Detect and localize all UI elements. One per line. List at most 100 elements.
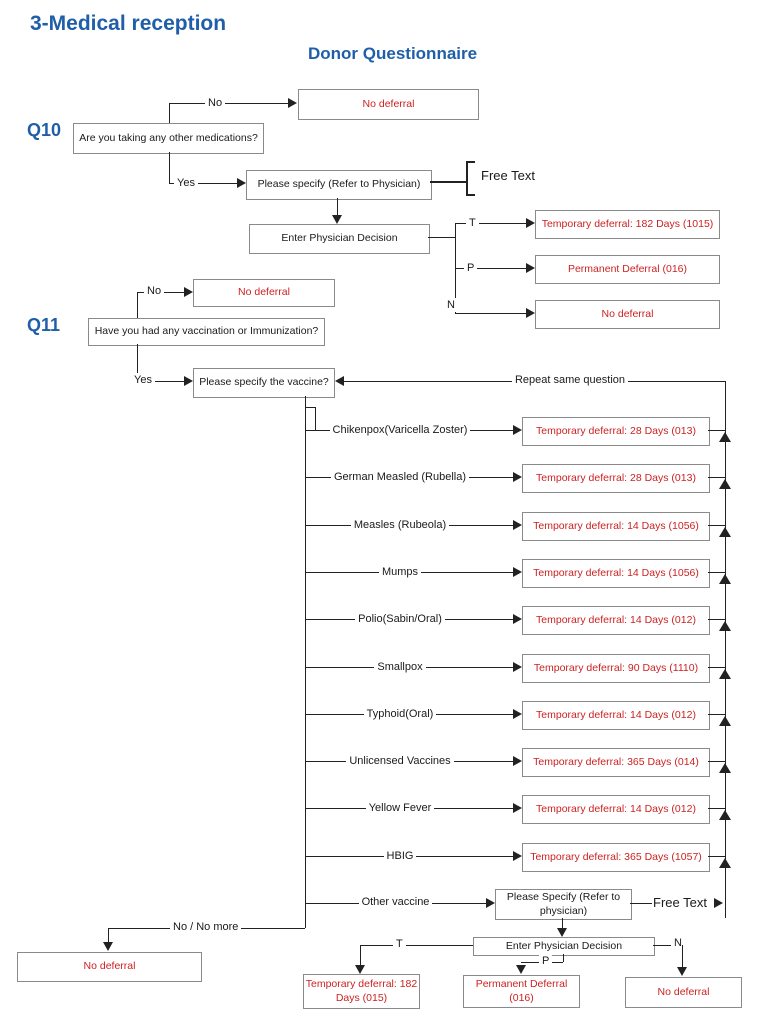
vaccine-label-wrap: Measles (Rubeola): [300, 518, 500, 532]
other-branch-n-label: N: [671, 936, 685, 950]
q11-question-box: Have you had any vaccination or Immuniza…: [88, 318, 325, 346]
arrow-up-icon: [719, 621, 731, 631]
q10-label: Q10: [27, 120, 62, 140]
other-vaccine-label: Other vaccine: [358, 895, 433, 909]
vaccine-label: Typhoid(Oral): [363, 707, 437, 721]
bracket-icon: [466, 161, 475, 196]
vaccine-deferral-box: Temporary deferral: 28 Days (013): [522, 417, 710, 446]
vaccine-label-wrap: Polio(Sabin/Oral): [300, 612, 500, 626]
q10-yes-label: Yes: [174, 176, 198, 190]
connector: [562, 918, 563, 929]
q10-decision-box: Enter Physician Decision: [249, 224, 430, 254]
vaccine-label: Mumps: [378, 565, 422, 579]
arrow-right-icon: [513, 614, 522, 624]
vaccine-label-wrap: Smallpox: [300, 660, 500, 674]
connector: [337, 198, 338, 216]
arrow-right-icon: [288, 98, 297, 108]
q10-branch-n-label: N: [444, 298, 458, 312]
vaccine-label: Yellow Fever: [365, 801, 435, 815]
connector: [708, 808, 725, 809]
connector: [708, 667, 725, 668]
connector: [455, 223, 526, 224]
vaccine-deferral-text: Temporary deferral: 14 Days (012): [536, 802, 696, 815]
other-branch-t-label: T: [393, 937, 406, 951]
vaccine-label: German Measled (Rubella): [330, 470, 470, 484]
connector: [315, 407, 316, 431]
other-no-deferral-box: No deferral: [625, 977, 742, 1008]
connector: [137, 344, 138, 381]
connector: [455, 313, 526, 314]
no-more-no-deferral-text: No deferral: [83, 960, 136, 973]
vaccine-deferral-text: Temporary deferral: 90 Days (1110): [533, 661, 699, 674]
arrow-up-icon: [719, 574, 731, 584]
arrow-right-icon: [526, 218, 535, 228]
page-title: 3-Medical reception: [30, 12, 227, 35]
no-more-no-deferral-box: No deferral: [17, 952, 202, 982]
q10-question-text: Are you taking any other medications?: [79, 131, 258, 144]
vaccine-deferral-box: Temporary deferral: 14 Days (012): [522, 795, 710, 824]
q10-branch-t-label: T: [466, 216, 479, 230]
q11-yes-label: Yes: [131, 373, 155, 387]
q10-no-deferral-box: No deferral: [298, 89, 479, 120]
vaccine-label: Unlicensed Vaccines: [346, 754, 454, 768]
q10-specify-box: Please specify (Refer to Physician): [246, 170, 432, 200]
other-vaccine-label-wrap: Other vaccine: [305, 895, 486, 909]
vaccine-label-wrap: Mumps: [300, 565, 500, 579]
vaccine-label: Smallpox: [374, 660, 426, 674]
other-free-text-label: Free Text: [653, 895, 707, 910]
q10-no-deferral-text: No deferral: [362, 97, 415, 110]
vaccine-label: Polio(Sabin/Oral): [355, 612, 445, 626]
arrow-right-icon: [513, 709, 522, 719]
connector: [137, 292, 138, 318]
arrow-down-icon: [557, 928, 567, 937]
vaccine-deferral-text: Temporary deferral: 14 Days (1056): [533, 519, 699, 532]
arrow-right-icon: [526, 263, 535, 273]
arrow-right-icon: [486, 898, 495, 908]
connector: [169, 183, 237, 184]
vaccine-label: Chikenpox(Varicella Zoster): [329, 423, 471, 437]
connector: [708, 477, 725, 478]
connector: [455, 268, 526, 269]
connector: [708, 714, 725, 715]
q11-no-label: No: [144, 284, 165, 298]
arrow-up-icon: [719, 669, 731, 679]
vaccine-label-wrap: Yellow Fever: [300, 801, 500, 815]
other-temporary-deferral-box: Temporary deferral: 182 Days (015): [303, 974, 420, 1009]
q11-no-deferral-text: No deferral: [238, 286, 290, 299]
connector: [708, 572, 725, 573]
trunk-line: [305, 396, 306, 928]
q10-permanent-deferral-box: Permanent Deferral (016): [535, 255, 720, 284]
other-no-deferral-text: No deferral: [657, 985, 710, 998]
other-permanent-deferral-box: Permanent Deferral (016): [463, 975, 580, 1008]
arrow-down-icon: [355, 965, 365, 974]
connector: [563, 954, 564, 962]
connector: [169, 103, 288, 104]
other-temporary-deferral-text: Temporary deferral: 182 Days (015): [305, 978, 418, 1004]
connector: [169, 152, 170, 183]
vaccine-deferral-text: Temporary deferral: 365 Days (1057): [530, 850, 702, 863]
arrow-up-icon: [719, 763, 731, 773]
other-permanent-deferral-text: Permanent Deferral (016): [475, 978, 568, 1004]
vaccine-deferral-text: Temporary deferral: 14 Days (1056): [533, 566, 699, 579]
q10-specify-text: Please specify (Refer to Physician): [257, 178, 421, 191]
q10-branch-p-label: P: [464, 261, 478, 275]
arrow-down-icon: [677, 967, 687, 976]
arrow-up-icon: [719, 716, 731, 726]
other-decision-box: Enter Physician Decision: [473, 937, 655, 956]
connector: [708, 856, 725, 857]
connector: [108, 928, 109, 943]
vaccine-deferral-box: Temporary deferral: 90 Days (1110): [522, 654, 710, 683]
arrow-up-icon: [719, 432, 731, 442]
connector: [682, 945, 683, 968]
connector: [708, 619, 725, 620]
arrow-right-icon: [513, 756, 522, 766]
arrow-right-icon: [237, 178, 246, 188]
connector: [630, 903, 652, 904]
q10-permanent-deferral-text: Permanent Deferral (016): [567, 262, 688, 275]
vaccine-deferral-box: Temporary deferral: 14 Days (012): [522, 606, 710, 635]
q11-specify-text: Please specify the vaccine?: [199, 376, 329, 389]
vaccine-deferral-text: Temporary deferral: 28 Days (013): [536, 471, 696, 484]
vaccine-deferral-box: Temporary deferral: 28 Days (013): [522, 464, 710, 493]
vaccine-label: HBIG: [383, 849, 417, 863]
